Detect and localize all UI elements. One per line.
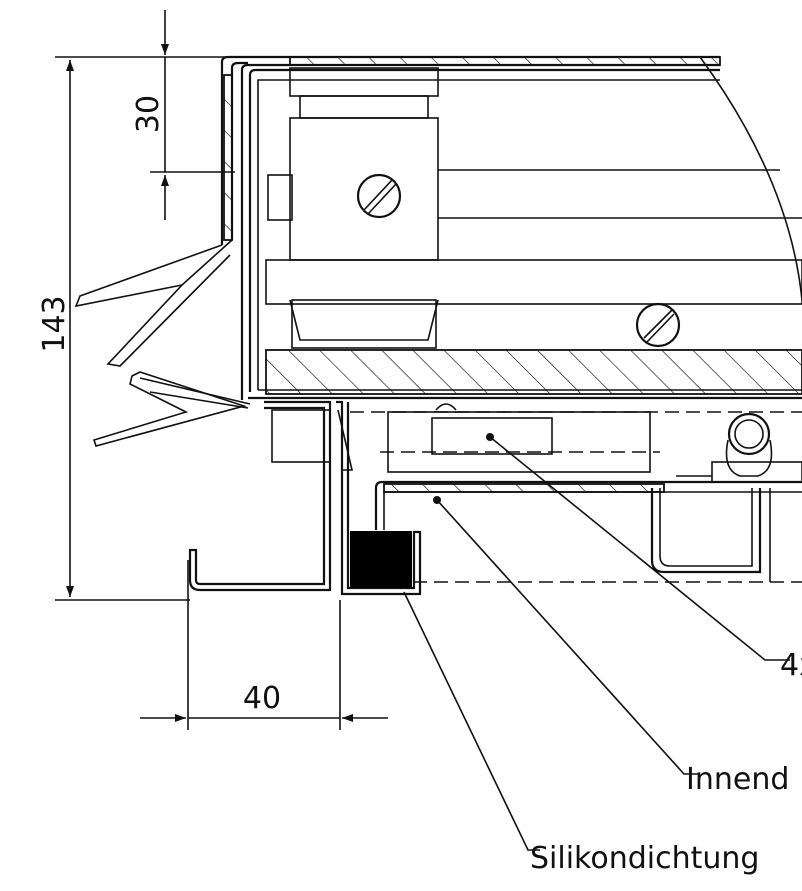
silicone-seal-label: Silikondichtung: [530, 841, 759, 876]
carriage-block: [267, 67, 802, 349]
brush-seal: [74, 239, 251, 447]
silicone-seal-block: [350, 531, 412, 588]
dimension-143: 143: [37, 56, 225, 601]
dimension-30: 30: [131, 10, 235, 220]
leaders: [403, 433, 790, 851]
dimension-40-label: 40: [243, 681, 281, 716]
lower-profiles: [188, 389, 802, 596]
dimension-30-label: 30: [131, 95, 166, 133]
screw-head-icon: [356, 173, 402, 219]
dimension-143-label: 143: [37, 295, 72, 352]
inner-seal-label: Innend: [686, 762, 789, 797]
rails: [265, 259, 802, 395]
fastener-count-label: 4x: [780, 648, 802, 683]
dimension-40: 40: [140, 560, 388, 730]
outer-frame: [220, 55, 802, 400]
roller-tube-icon: [727, 412, 771, 456]
screw-head-icon: [635, 302, 681, 348]
